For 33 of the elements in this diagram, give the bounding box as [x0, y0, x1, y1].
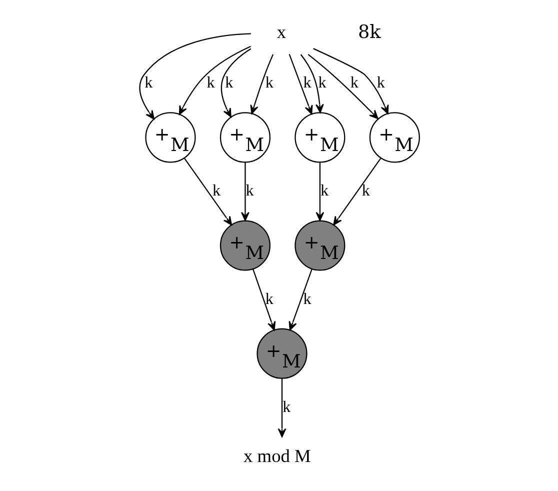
edge-label: k [282, 398, 290, 416]
edge-label: k [320, 182, 328, 200]
edge-label: k [144, 74, 152, 92]
arrow [252, 268, 276, 331]
edge-label: k [264, 74, 273, 92]
arrow [240, 162, 249, 222]
arrow [277, 378, 286, 438]
edge-label: k [302, 74, 311, 92]
node-text: x [276, 22, 286, 42]
arrow [138, 33, 250, 120]
edge-label: k [361, 182, 370, 200]
label: 8k [357, 22, 380, 43]
edge-label: k [350, 74, 358, 92]
arrow [332, 158, 381, 226]
edge-label: k [212, 182, 220, 200]
arrow [178, 46, 250, 115]
edge-label: k [224, 74, 233, 92]
arrow [312, 48, 388, 114]
edge-label: k [302, 290, 311, 308]
arrow [250, 54, 274, 114]
node-text: x mod M [242, 446, 310, 466]
arrow [220, 48, 251, 118]
edge-label: k [318, 74, 326, 92]
arrow [288, 268, 312, 331]
edge-label: k [245, 182, 254, 200]
arrow [288, 54, 312, 114]
arrow [300, 54, 324, 114]
arrow [307, 54, 378, 120]
arrow [184, 158, 232, 226]
edge-label: k [376, 74, 384, 92]
edge-label: k [264, 290, 273, 308]
arrow [315, 162, 324, 222]
edge-label: k [206, 74, 214, 92]
